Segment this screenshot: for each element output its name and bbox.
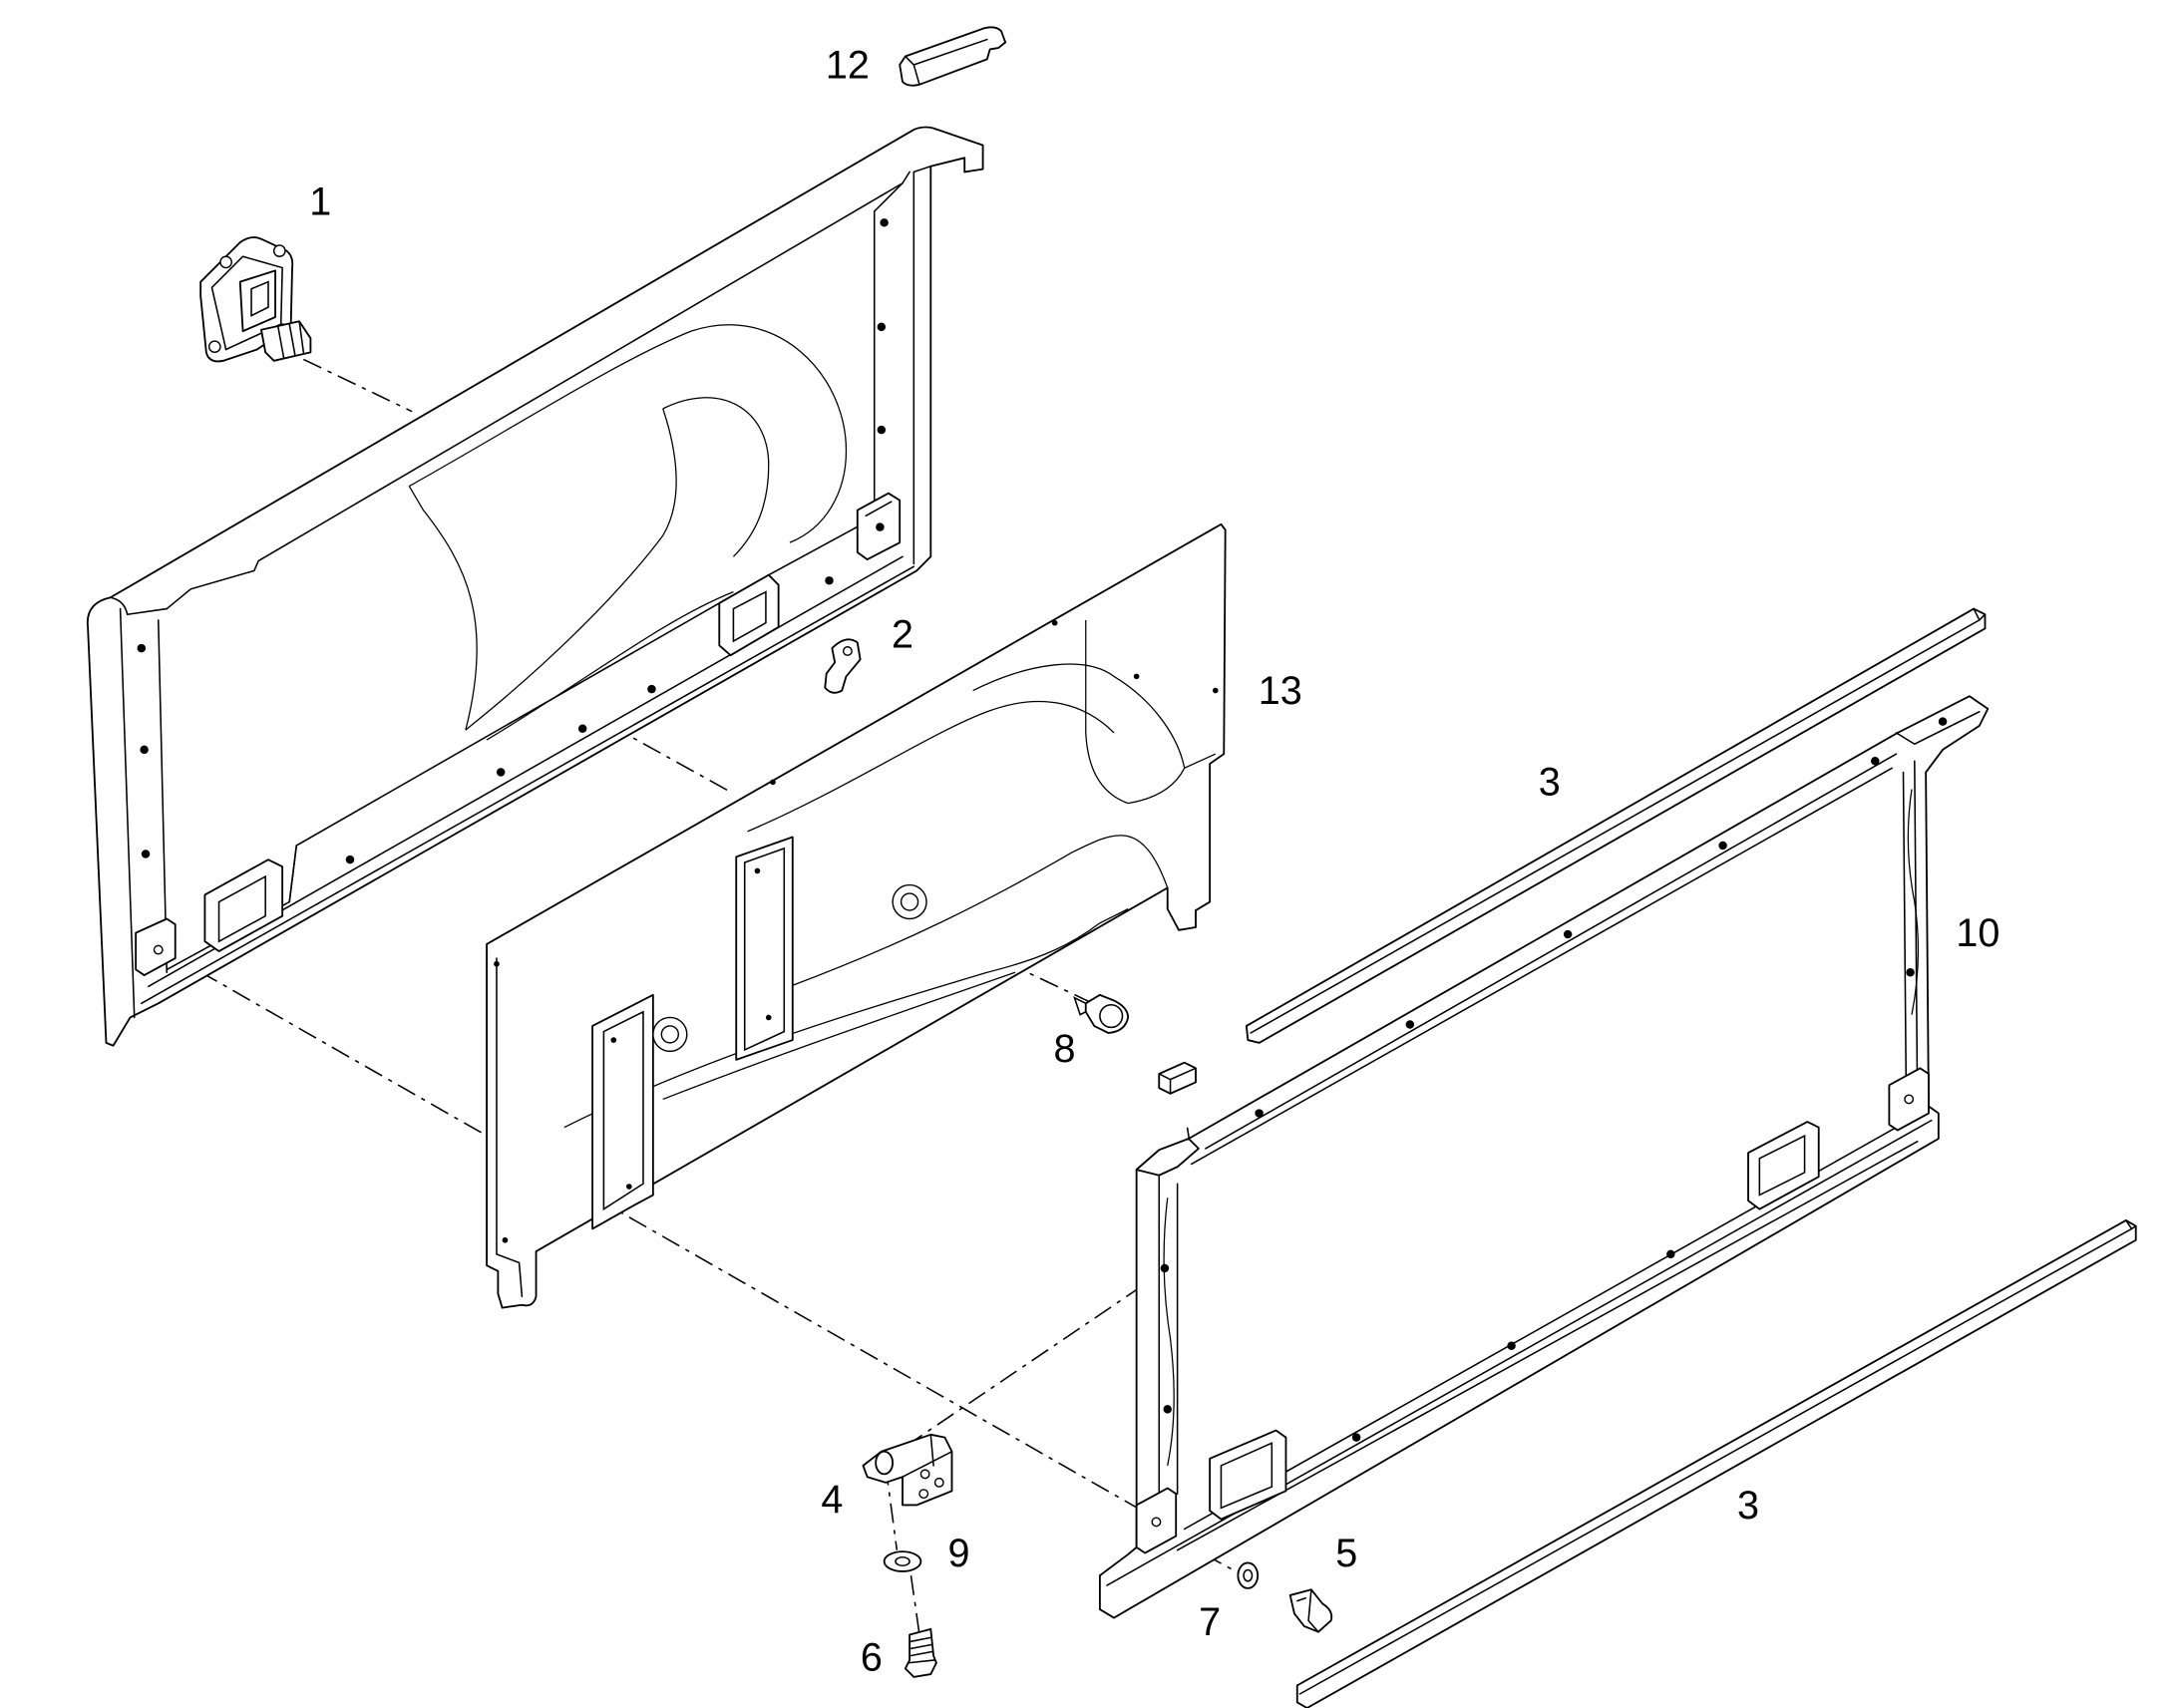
part-7-bolt — [1288, 1588, 1333, 1633]
part-3-strip-lower — [1295, 1219, 2137, 1708]
part-12-clip — [899, 26, 1007, 87]
callout-5: 5 — [1335, 1532, 1357, 1575]
callout-7: 7 — [1199, 1600, 1221, 1644]
frame-10-boss-right — [1747, 1121, 1820, 1210]
panel-outline — [486, 522, 1227, 1309]
frame-10-outline — [1098, 695, 1990, 1619]
callout-4: 4 — [821, 1478, 843, 1522]
part-4-hinge — [862, 1433, 953, 1507]
callout-6: 6 — [861, 1635, 883, 1679]
part-5-washer — [1237, 1561, 1260, 1589]
leader-line-washer-to-bolt — [909, 1575, 920, 1635]
duct-shape-outline — [409, 324, 848, 543]
panel-slot-lower — [591, 993, 654, 1230]
part-8-push-clip — [1073, 993, 1130, 1034]
callout-10: 10 — [1956, 911, 1999, 955]
callout-3-lower: 3 — [1737, 1484, 1759, 1528]
frame-10-boss-left — [1209, 1429, 1287, 1521]
part-13-panel — [486, 522, 1227, 1309]
rear-frame-boss-lower — [203, 858, 284, 952]
callout-2: 2 — [892, 612, 913, 656]
callout-1: 1 — [309, 179, 331, 223]
rear-frame — [86, 126, 984, 1047]
panel-slot-upper — [735, 836, 794, 1061]
leader-line-part-1 — [303, 358, 413, 413]
callout-3-upper: 3 — [1539, 761, 1561, 805]
part-9-washer — [883, 1550, 922, 1572]
callout-8: 8 — [1054, 1027, 1076, 1071]
frame-10-top-corner — [1135, 1138, 1200, 1177]
part-10-frame — [1098, 695, 1990, 1619]
leader-line-frame-to-frame-10 — [166, 951, 1143, 1512]
part-6-bolt — [904, 1627, 937, 1678]
callout-13: 13 — [1259, 669, 1302, 713]
callout-labels: 12 1 2 13 3 10 8 4 9 5 3 7 6 — [309, 43, 1999, 1679]
part-3-strip-upper — [1245, 607, 1987, 1044]
part-1-switch-assembly — [199, 236, 312, 363]
rear-frame-outline — [86, 126, 984, 1047]
part-2-bracket — [824, 638, 862, 694]
callout-12: 12 — [826, 43, 870, 87]
small-clip — [1158, 1061, 1197, 1095]
callout-9: 9 — [948, 1532, 970, 1575]
